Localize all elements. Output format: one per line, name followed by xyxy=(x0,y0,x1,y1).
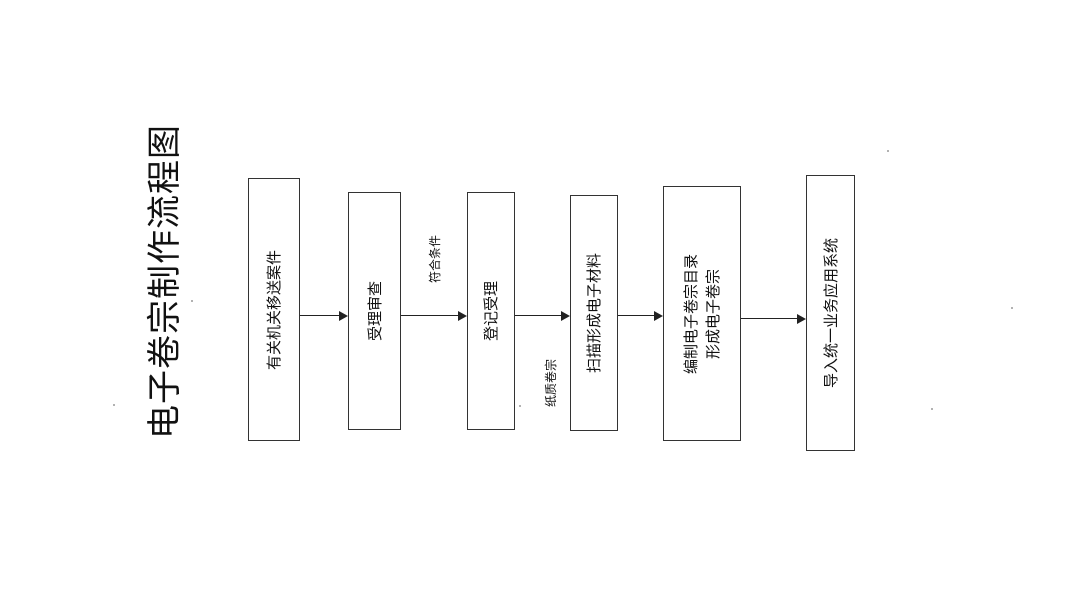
condition-label-paper-file: 纸质卷宗 xyxy=(544,359,558,408)
step-box-import-system: 导入统一业务应用系统 xyxy=(806,175,855,451)
scan-speck xyxy=(887,150,889,152)
scan-speck xyxy=(519,405,521,407)
step-box-scan: 扫描形成电子材料 xyxy=(570,195,618,431)
scan-speck xyxy=(1011,307,1013,309)
step-label-line: 有关机关移送案件 xyxy=(265,249,283,370)
scan-speck xyxy=(191,300,193,302)
step-label-line: 编制电子卷宗目录 xyxy=(682,253,700,374)
arrow-head-icon xyxy=(654,311,663,321)
step-label-line: 形成电子卷宗 xyxy=(704,268,722,359)
step-box-registration: 登记受理 xyxy=(467,192,515,430)
flow-arrow xyxy=(300,309,348,323)
diagram-title: 电子卷宗制作流程图 xyxy=(145,124,185,439)
step-box-acceptance-review: 受理审查 xyxy=(348,192,401,430)
flow-arrow xyxy=(741,312,806,326)
step-label: 有关机关移送案件 xyxy=(263,249,285,369)
step-label-line: 导入统一业务应用系统 xyxy=(821,237,840,389)
scan-speck xyxy=(113,404,115,406)
step-label: 导入统一业务应用系统 xyxy=(820,238,842,388)
step-label: 受理审查 xyxy=(364,281,386,341)
arrow-head-icon xyxy=(797,314,806,324)
scan-speck xyxy=(931,408,933,410)
step-label: 编制电子卷宗目录 形成电子卷宗 xyxy=(680,253,724,373)
arrow-head-icon xyxy=(339,311,348,321)
step-box-case-transfer: 有关机关移送案件 xyxy=(248,178,300,441)
arrow-head-icon xyxy=(561,311,570,321)
condition-label-eligible: 符合条件 xyxy=(428,235,442,284)
step-box-compile-catalog: 编制电子卷宗目录 形成电子卷宗 xyxy=(663,186,741,441)
arrow-head-icon xyxy=(458,311,467,321)
step-label-line: 登记受理 xyxy=(482,280,500,342)
step-label: 扫描形成电子材料 xyxy=(583,253,605,373)
flow-arrow xyxy=(515,309,570,323)
flow-arrow xyxy=(401,309,467,323)
step-label: 登记受理 xyxy=(480,281,502,341)
flow-arrow xyxy=(618,309,663,323)
step-label-line: 受理审查 xyxy=(365,280,384,342)
step-label-line: 扫描形成电子材料 xyxy=(585,252,603,374)
